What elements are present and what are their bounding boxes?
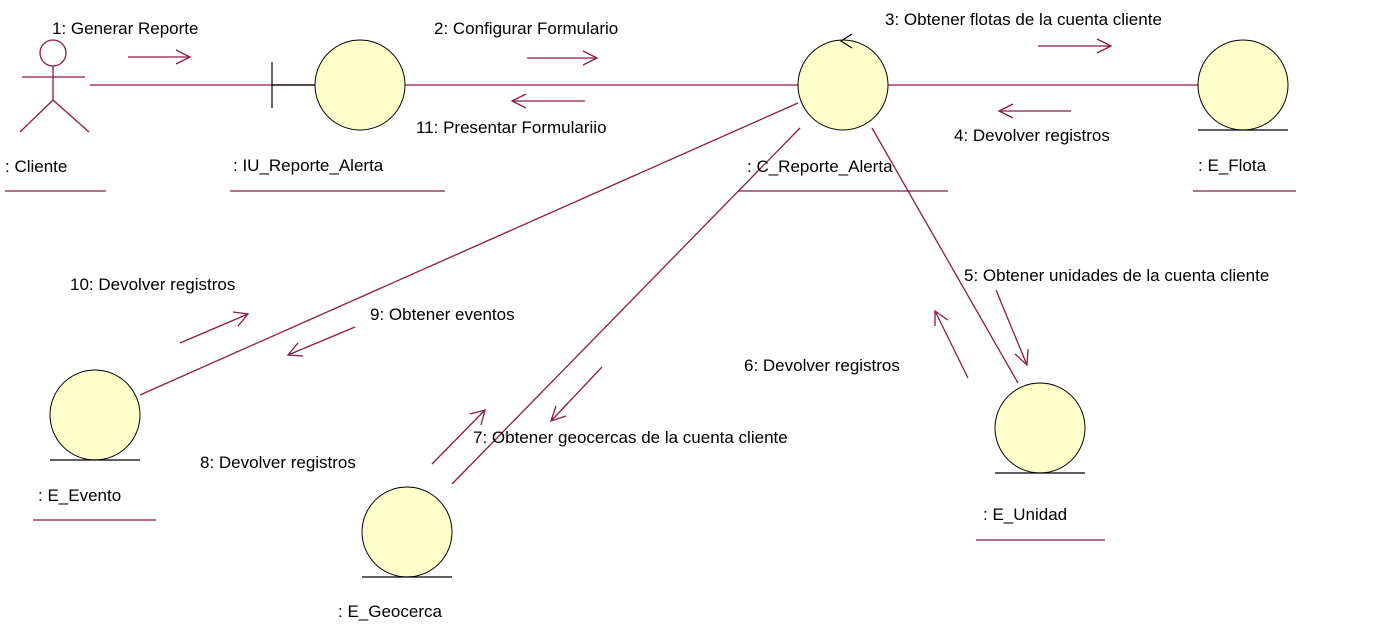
arrow-m5 <box>995 289 1029 367</box>
message-label-2: 2: Configurar Formulario <box>434 19 618 38</box>
entity-circle <box>994 382 1086 474</box>
actor-head <box>39 39 67 67</box>
message-label-5: 5: Obtener unidades de la cuenta cliente <box>964 266 1269 285</box>
control-arrow-head <box>839 33 853 49</box>
link-control-geocerca <box>451 127 801 485</box>
message-label-6: 6: Devolver registros <box>744 356 900 375</box>
arrow-m7 <box>549 366 603 423</box>
entity-geocerca <box>361 486 453 578</box>
message-label-7: 7: Obtener geocercas de la cuenta client… <box>473 428 788 447</box>
label-evento: : E_Evento <box>38 486 121 505</box>
label-flota: : E_Flota <box>1198 156 1267 175</box>
control-circle <box>797 39 889 131</box>
entity-evento <box>49 369 141 461</box>
entity-unidad <box>994 382 1086 474</box>
arrow-m11 <box>510 93 585 109</box>
entity-circle <box>1197 39 1289 131</box>
arrow-m10 <box>179 311 250 344</box>
entity-flota <box>1197 39 1289 131</box>
arrow-m4 <box>997 103 1071 119</box>
arrow-m1 <box>128 49 192 65</box>
message-label-11: 11: Presentar Formulariio <box>416 118 607 137</box>
label-geocerca: : E_Geocerca <box>338 602 442 621</box>
message-label-8: 8: Devolver registros <box>200 453 356 472</box>
message-label-9: 9: Obtener eventos <box>370 305 515 324</box>
arrow-m8 <box>431 409 486 465</box>
control-object <box>797 33 889 131</box>
boundary-object <box>271 39 406 131</box>
arrow-m3 <box>1038 38 1113 54</box>
label-boundary: : IU_Reporte_Alerta <box>233 156 384 175</box>
links <box>90 84 1198 485</box>
arrow-m2 <box>527 50 599 66</box>
message-label-3: 3: Obtener flotas de la cuenta cliente <box>885 10 1162 29</box>
link-control-unidad <box>871 127 1019 384</box>
link-control-evento <box>139 102 799 396</box>
actor-right-leg <box>52 99 90 133</box>
name-underlines <box>5 190 1296 541</box>
arrow-m9 <box>286 326 356 357</box>
message-label-10: 10: Devolver registros <box>70 275 235 294</box>
entity-circle <box>49 369 141 461</box>
message-label-4: 4: Devolver registros <box>954 126 1110 145</box>
label-unidad: : E_Unidad <box>983 505 1067 524</box>
arrow-m6 <box>934 309 969 379</box>
message-label-1: 1: Generar Reporte <box>52 19 198 38</box>
entity-circle <box>361 486 453 578</box>
actor-cliente <box>19 39 90 133</box>
label-cliente: : Cliente <box>5 157 67 176</box>
boundary-circle <box>314 39 406 131</box>
message-arrows <box>128 38 1113 465</box>
actor-left-leg <box>19 99 54 133</box>
label-control: : C_Reporte_Alerta <box>747 157 893 176</box>
